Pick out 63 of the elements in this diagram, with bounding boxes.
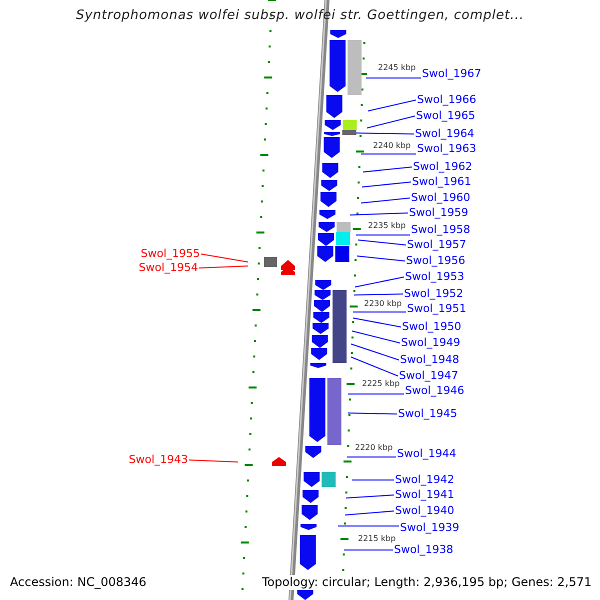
gene-label: Swol_1959 <box>409 206 468 220</box>
gene-label: Swol_1954 <box>138 261 198 275</box>
gene-label: Swol_1958 <box>411 223 470 237</box>
gene-label: Swol_1956 <box>406 254 466 268</box>
gene-label: Swol_1941 <box>395 488 454 502</box>
leader-line <box>356 132 414 134</box>
scale-label: 2230 kbp <box>364 299 402 309</box>
leader-line <box>354 294 404 296</box>
leader-line <box>200 254 248 262</box>
gene-label: Swol_1938 <box>394 543 454 557</box>
leader-line <box>368 100 416 112</box>
scale-label: 2225 kbp <box>362 379 400 389</box>
leader-line <box>366 116 416 128</box>
scale-label: 2235 kbp <box>368 221 406 231</box>
gene-label: Swol_1943 <box>128 453 188 467</box>
leader-line <box>360 198 410 204</box>
gene-label: Swol_1944 <box>397 447 456 461</box>
gene-label: Swol_1939 <box>400 521 460 535</box>
gene-label: Swol_1947 <box>399 369 458 383</box>
gene-label: Swol_1942 <box>395 473 454 487</box>
leader-line <box>350 356 398 376</box>
leader-line <box>350 344 400 360</box>
leader-line <box>362 166 412 172</box>
scale-label: 2245 kbp <box>378 63 416 73</box>
leader-line <box>362 182 412 188</box>
gene-label: Swol_1962 <box>413 160 472 174</box>
scale-label: 2240 kbp <box>373 141 411 151</box>
gene-label: Swol_1957 <box>407 238 466 252</box>
gene-label: Swol_1951 <box>407 302 466 316</box>
gene-label: Swol_1961 <box>412 175 472 189</box>
scale-label: 2220 kbp <box>355 443 393 453</box>
scale-label: 2215 kbp <box>358 534 396 544</box>
gene-label: Swol_1952 <box>404 287 464 301</box>
leader-line <box>198 266 248 268</box>
info-text: Topology: circular; Length: 2,936,195 bp; Genes: 2,571 <box>262 575 592 590</box>
leader-line <box>188 460 238 462</box>
gene-label: Swol_1955 <box>140 247 200 261</box>
gene-label: Swol_1963 <box>417 142 476 156</box>
leader-line <box>354 276 404 288</box>
leader-line <box>352 318 402 328</box>
gene-label: Swol_1965 <box>416 109 476 123</box>
leader-line <box>356 256 406 262</box>
gene-label: Swol_1967 <box>422 67 482 81</box>
leader-line <box>350 212 408 216</box>
gene-label: Swol_1946 <box>405 384 464 398</box>
leader-line <box>356 234 410 236</box>
leader-line <box>344 510 394 516</box>
gene-label: Swol_1940 <box>395 504 454 518</box>
gene-label: Swol_1950 <box>402 320 462 334</box>
gene-label: Swol_1948 <box>400 353 460 367</box>
title: Syntrophomonas wolfei subsp. wolfei str. Goettingen, complet... <box>74 8 526 23</box>
gene-label: Swol_1953 <box>405 270 464 284</box>
leader-line <box>358 240 406 246</box>
leader-line <box>346 456 396 458</box>
gene-label: Swol_1960 <box>411 191 470 205</box>
info-text: Accession: NC_008346 <box>10 575 146 590</box>
leader-line <box>348 412 398 414</box>
gene-label: Swol_1945 <box>398 407 458 421</box>
leader-line <box>346 494 394 498</box>
leader-line <box>352 330 400 344</box>
gene-label: Swol_1964 <box>415 127 474 141</box>
gene-label: Swol_1966 <box>417 93 476 107</box>
gene-label: Swol_1949 <box>401 336 460 350</box>
